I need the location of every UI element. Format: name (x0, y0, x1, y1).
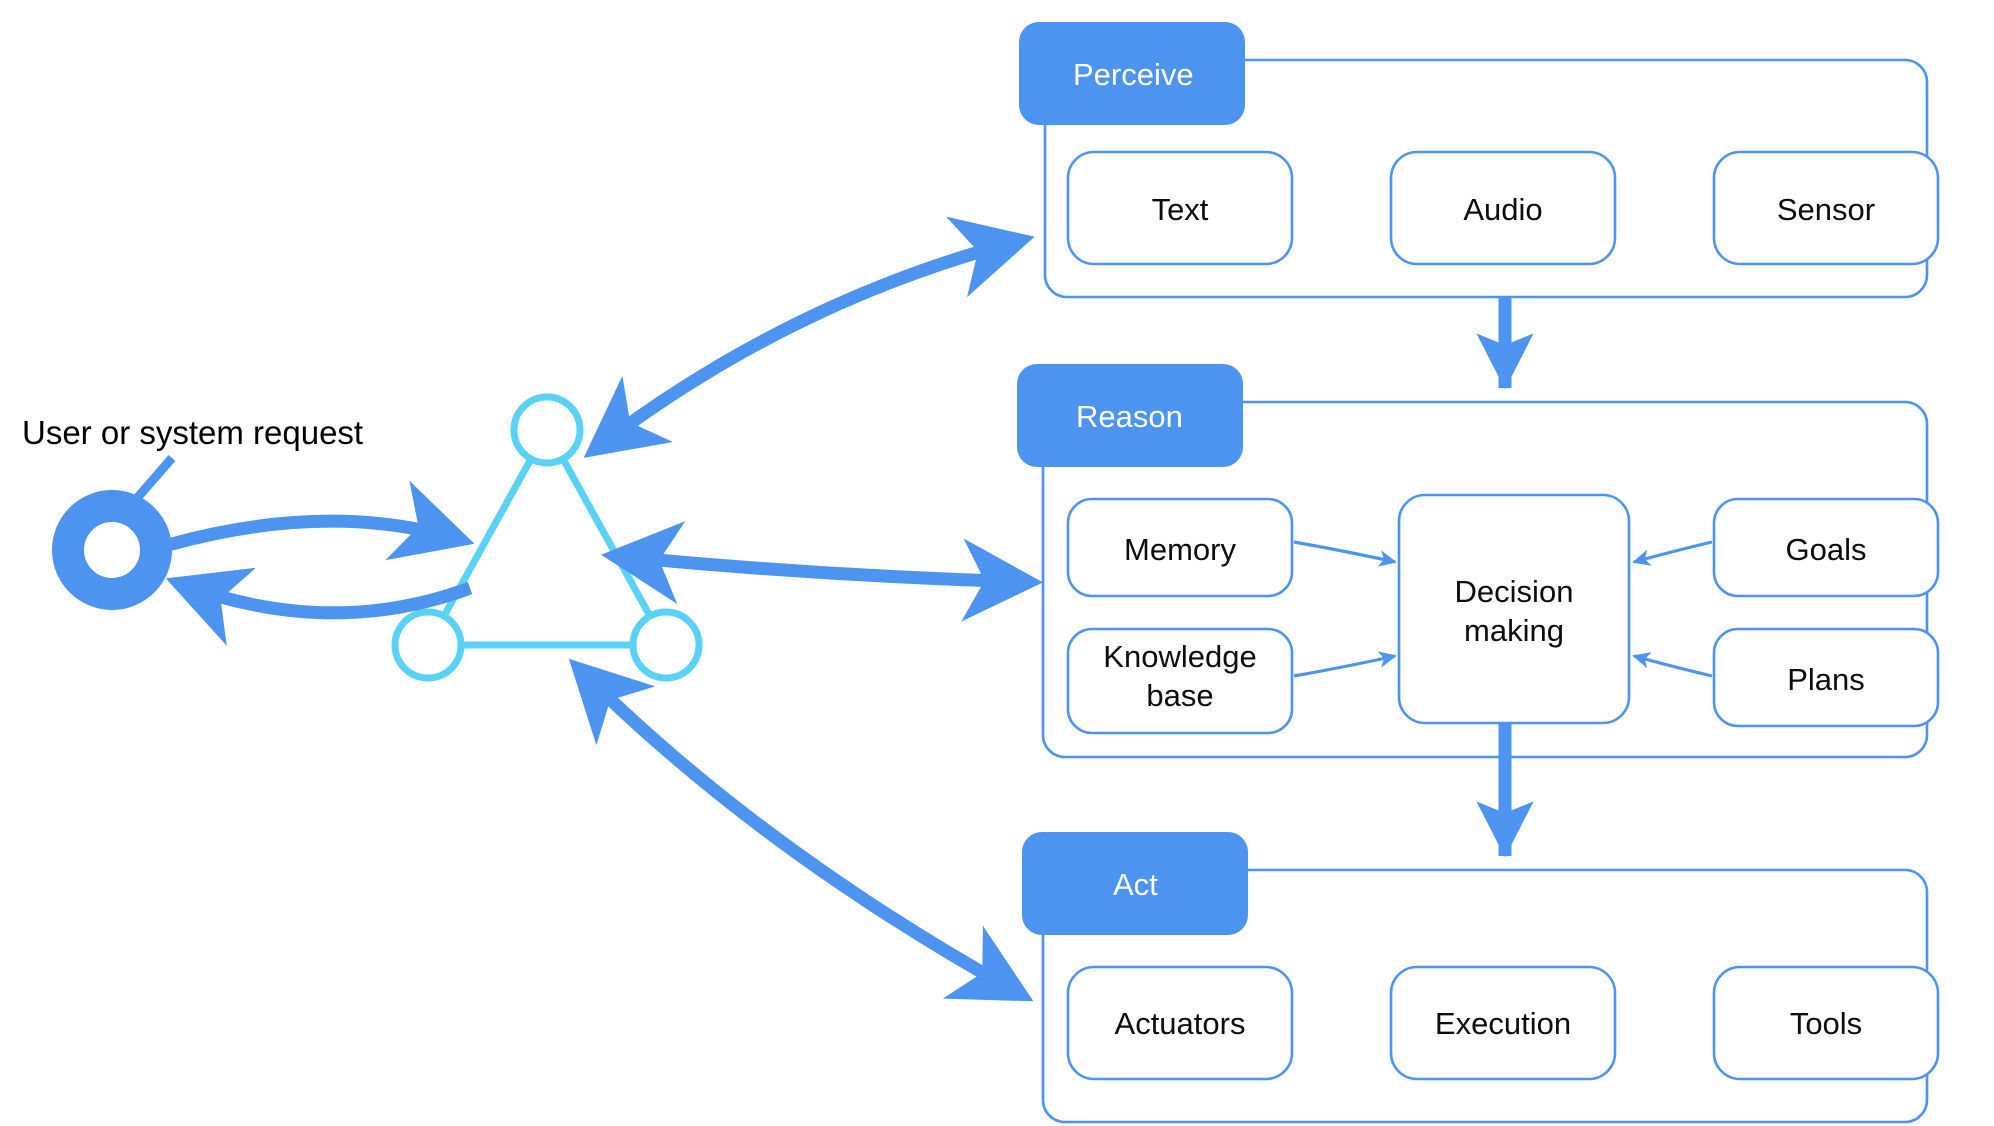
arrow-knowledge-to-decision (1293, 651, 1397, 678)
reason-item-knowledge-base-label-line2: base (1146, 678, 1213, 713)
act-item-execution-label: Execution (1435, 1006, 1571, 1041)
act-title: Act (1113, 867, 1158, 902)
arrow-goals-to-decision (1632, 540, 1713, 566)
reason-item-plans-box[interactable] (1712, 627, 1940, 728)
reason-item-decision-making-box[interactable] (1397, 493, 1631, 725)
request-label: User or system request (22, 414, 363, 451)
arrow-agent-perceive (583, 216, 1035, 458)
arrow-plans-to-decision (1632, 652, 1713, 678)
reason-title: Reason (1076, 399, 1183, 434)
panel-reason[interactable]: Reason Memory Knowledge base Decision ma… (1017, 364, 1940, 759)
reason-item-memory-box[interactable] (1066, 497, 1294, 598)
arrow-agent-reason (601, 521, 1043, 622)
reason-header-tab[interactable] (1017, 364, 1243, 467)
ring-shape (52, 490, 172, 610)
reason-item-goals-box[interactable] (1712, 497, 1940, 598)
request-ring-icon[interactable] (52, 455, 176, 610)
reason-item-goals-label: Goals (1786, 532, 1867, 567)
perceive-item-audio-label: Audio (1463, 192, 1542, 227)
reason-item-plans-label: Plans (1787, 662, 1865, 697)
reason-item-memory-label: Memory (1124, 532, 1236, 567)
arrow-request-to-agent (166, 480, 475, 561)
perceive-item-sensor-label: Sensor (1777, 192, 1875, 227)
perceive-item-sensor-box[interactable] (1712, 150, 1940, 266)
perceive-item-audio-box[interactable] (1389, 150, 1617, 266)
act-item-tools-label: Tools (1790, 1006, 1862, 1041)
request-leader-line (121, 455, 176, 515)
act-item-execution-box[interactable] (1389, 965, 1617, 1081)
act-item-actuators-box[interactable] (1066, 965, 1294, 1081)
perceive-header-tab[interactable] (1019, 22, 1245, 125)
reason-item-knowledge-base-box[interactable] (1066, 627, 1294, 735)
arrow-memory-to-decision (1293, 540, 1397, 567)
perceive-title: Perceive (1073, 57, 1194, 92)
panel-act[interactable]: Act Actuators Execution Tools (1022, 832, 1940, 1124)
reason-item-knowledge-base-label-line1: Knowledge (1103, 639, 1256, 674)
panel-perceive[interactable]: Perceive Text Audio Sensor (1019, 22, 1940, 299)
triangle-node-top[interactable] (510, 393, 584, 467)
perceive-item-text-box[interactable] (1066, 150, 1294, 266)
arrow-agent-to-request (165, 567, 473, 646)
reason-item-decision-making-label-line1: Decision (1455, 574, 1574, 609)
triangle-node-bottom-right[interactable] (629, 608, 703, 682)
reason-item-decision-making-label-line2: making (1464, 613, 1564, 648)
arrow-agent-act (568, 658, 1034, 1002)
triangle-node-bottom-left[interactable] (391, 608, 465, 682)
act-item-tools-box[interactable] (1712, 965, 1940, 1081)
perceive-item-text-label: Text (1152, 192, 1209, 227)
act-header-tab[interactable] (1022, 832, 1248, 935)
act-item-actuators-label: Actuators (1115, 1006, 1246, 1041)
